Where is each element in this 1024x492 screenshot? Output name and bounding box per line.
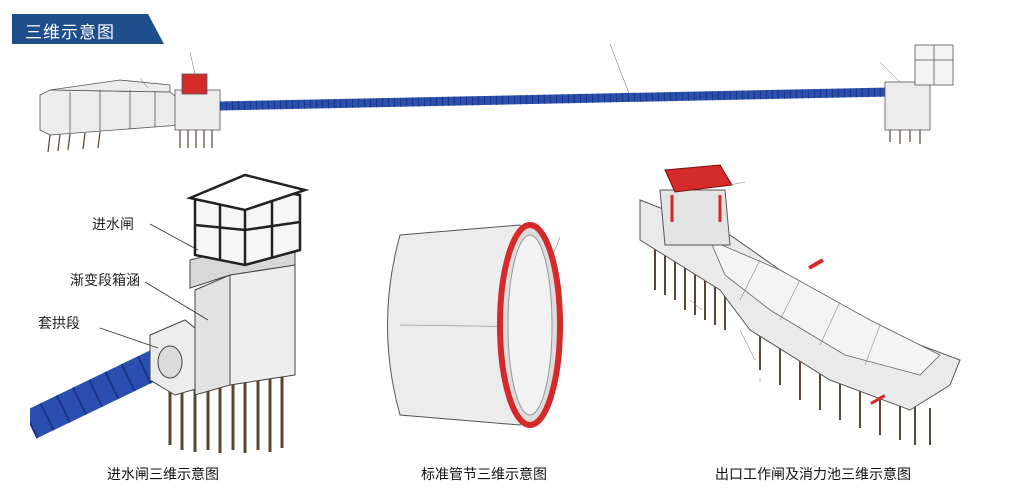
intake-gate-diagram <box>30 173 310 453</box>
intake-roof <box>185 173 310 212</box>
outlet-gate-tower <box>659 189 731 246</box>
caption-intake-gate: 进水闸三维示意图 <box>107 467 219 483</box>
outlet-leader-lines <box>689 181 761 382</box>
overview-pipeline-diagram <box>39 43 954 153</box>
callout-sleeve-segment: 套拱段 <box>38 316 80 332</box>
section-title-tab: 三维示意图 <box>12 14 164 44</box>
intake-transition-culvert <box>194 274 231 396</box>
caption-standard-pipe: 标准管节三维示意图 <box>421 467 547 483</box>
outlet-red-marker-2 <box>870 394 886 405</box>
intake-pipe-opening <box>157 345 183 379</box>
overview-blue-pipe <box>219 87 891 111</box>
intake-gate-block <box>229 264 296 386</box>
overview-intake-piles <box>47 130 213 153</box>
outlet-red-marker-1 <box>808 258 824 270</box>
outlet-basin-diagram <box>639 164 961 445</box>
outlet-basin-floor <box>709 239 941 376</box>
section-title: 三维示意图 <box>25 23 115 43</box>
callout-intake-gate: 进水闸 <box>92 217 134 233</box>
pipe-leader-line <box>552 236 561 256</box>
overview-pipe-segments <box>219 87 891 111</box>
overview-intake-gate-red <box>181 73 208 95</box>
overview-leader-lines <box>139 43 901 97</box>
standard-pipe-diagram <box>387 222 563 428</box>
title-tab-shape <box>12 14 164 44</box>
overview-intake-structure <box>39 79 221 136</box>
outlet-basin-joints <box>739 259 881 366</box>
overview-outlet-piles <box>889 130 921 144</box>
intake-piles <box>168 375 284 453</box>
callout-transition-culvert: 渐变段箱涵 <box>70 273 140 289</box>
intake-callout-leaders <box>99 223 209 349</box>
outlet-gate-red-house <box>664 164 733 193</box>
overview-outlet-structure <box>884 44 954 131</box>
outlet-gate-legs <box>670 195 722 222</box>
pipe-inner-bore <box>507 234 553 416</box>
caption-outlet-basin: 出口工作闸及消力池三维示意图 <box>715 467 911 483</box>
